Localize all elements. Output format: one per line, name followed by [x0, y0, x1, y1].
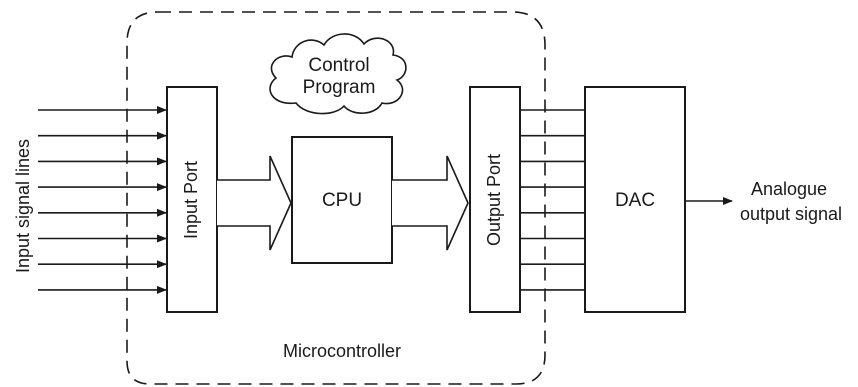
- control-program-cloud: [269, 33, 407, 115]
- dac-box: [584, 86, 686, 313]
- input-port-label: Input Port: [181, 161, 201, 239]
- output-bus-lines: [520, 109, 585, 291]
- control-program-label-line2: Program: [303, 77, 376, 98]
- input-lines-label: Input signal lines: [13, 139, 33, 273]
- cpu-label: CPU: [322, 190, 362, 211]
- cpu-to-output-bus-arrow: [392, 155, 469, 251]
- control-program-label-line1: Control: [308, 55, 369, 76]
- microcontroller-label: Microcontroller: [283, 341, 401, 361]
- analogue-output-label-line1: Analogue: [751, 179, 827, 199]
- cpu-box: [291, 136, 393, 264]
- input-to-cpu-bus-arrow: [217, 155, 292, 251]
- output-port-box: [469, 86, 521, 313]
- dac-label: DAC: [615, 190, 655, 211]
- microcontroller-boundary: [126, 11, 546, 385]
- output-port-label: Output Port: [484, 154, 504, 246]
- analogue-output-label-line2: output signal: [740, 204, 842, 224]
- input-signal-lines: [38, 106, 167, 294]
